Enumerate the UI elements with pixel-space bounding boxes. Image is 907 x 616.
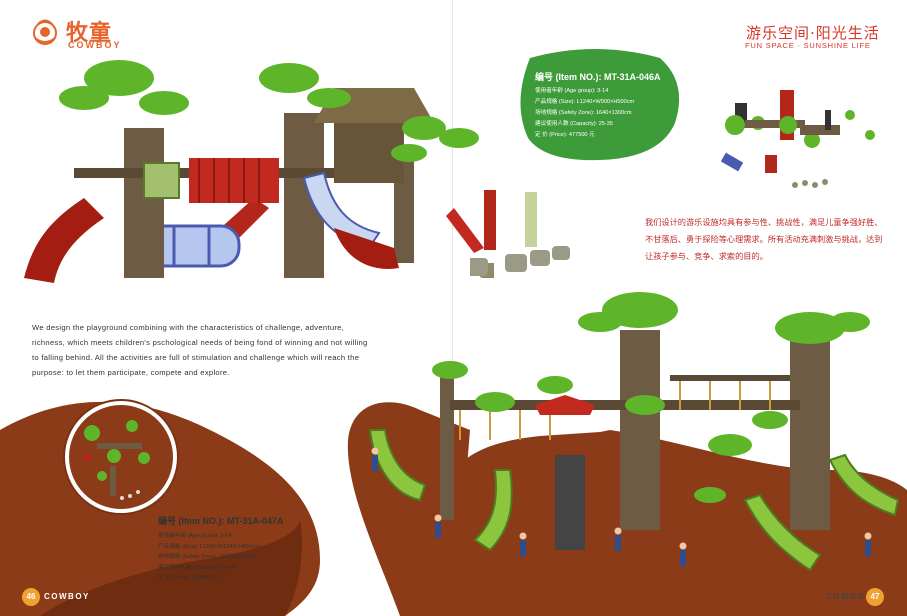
cowboy-logo-icon (33, 19, 57, 45)
spec-line: 定 价 (Price): 477500 元 (535, 132, 595, 138)
page-spine (452, 0, 453, 616)
plan-view-a-image (720, 90, 875, 188)
plan-view-b-image (63, 399, 179, 515)
slogan-en: FUN SPACE · SUNSHINE LIFE (745, 41, 871, 50)
slogan-cn: 游乐空间·阳光生活 (746, 24, 880, 42)
footer-brand-left: COWBOY (44, 592, 90, 601)
description-cn: 我们设计的游乐设施均具有参与性、挑战性，满足儿童争强好胜、不甘落后、勇于探险等心… (645, 217, 883, 261)
item-number-a: 编号 (Item NO.): MT-31A-046A (535, 72, 661, 82)
page-number-right: 47 (866, 588, 884, 606)
spec-line: 产品规格 (Size): L1240×W900×H500cm (535, 99, 635, 105)
spec-line: 使用者年龄 (Age group): 3-14 (535, 88, 609, 94)
item-number-b: 编号 (Item NO.): MT-31A-047A (158, 516, 284, 526)
page-number-left: 46 (22, 588, 40, 606)
spec-line: 定 价 (Price): 543800 元 (158, 575, 218, 581)
spec-line: 场地规格 (Safety Zone): 1640×1300cm (535, 110, 632, 116)
stepping-posts-image (470, 190, 570, 276)
footer-brand-right: COWBOY (826, 592, 872, 601)
spec-block-a: 编号 (Item NO.): MT-31A-046A 使用者年龄 (Age gr… (535, 70, 675, 141)
brand-name-en: COWBOY (68, 40, 122, 50)
spec-line: 建议使用人数 (Capacity): 25-35 (535, 121, 614, 127)
brand-name-cn: 牧童 (66, 20, 113, 45)
playground-a-image (24, 60, 494, 283)
playground-b-image (368, 292, 900, 572)
spec-bubble-a (520, 49, 680, 161)
spec-line: 场地规格 (Safety Zone): 1550×1640cm (158, 554, 255, 560)
spec-block-b: 编号 (Item NO.): MT-31A-047A 使用者年龄 (Age gr… (158, 514, 328, 584)
spec-line: 使用者年龄 (Age group): 3-14 (158, 533, 232, 539)
description-en: We design the playground combining with … (32, 323, 368, 377)
spec-line: 产品规格 (Size): L1150×W1240×H650cm (158, 543, 260, 550)
spec-line: 建议使用人数 (Capacity): 30-40 (158, 564, 237, 571)
